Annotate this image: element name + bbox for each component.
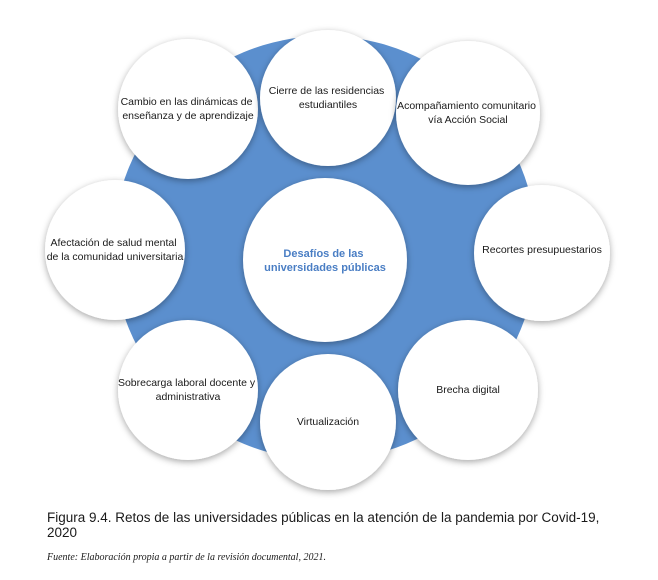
node-label-line: estudiantiles	[299, 99, 357, 111]
node-recortes: Recortes presupuestarios	[474, 185, 610, 321]
center-node: Desafíos de las universidades públicas	[243, 178, 407, 342]
node-label: Recortes presupuestarios	[482, 244, 602, 256]
node-label-line: administrativa	[156, 391, 221, 403]
node-label-line: Acompañamiento comunitario	[397, 100, 536, 112]
node-circle	[474, 185, 610, 321]
node-label-line: Afectación de salud mental	[51, 237, 177, 249]
center-label: Desafíos de las universidades públicas	[264, 248, 386, 274]
node-circle	[45, 180, 185, 320]
node-label: Virtualización	[297, 416, 359, 428]
center-label-line-2: universidades públicas	[264, 262, 386, 274]
node-label-line: Brecha digital	[436, 384, 500, 396]
node-sobrecarga: Sobrecarga laboral docente y administrat…	[118, 320, 258, 460]
node-afectacion: Afectación de salud mental de la comunid…	[45, 180, 185, 320]
node-label-line: Sobrecarga laboral docente y	[118, 377, 256, 389]
node-circle	[260, 354, 396, 490]
node-label-line: de la comunidad universitaria	[47, 251, 184, 263]
node-virtualizacion: Virtualización	[260, 354, 396, 490]
node-label-line: Virtualización	[297, 416, 359, 428]
node-circle	[396, 41, 540, 185]
node-brecha: Brecha digital	[398, 320, 538, 460]
node-label-line: enseñanza y de aprendizaje	[122, 110, 254, 122]
node-acompanamiento: Acompañamiento comunitario vía Acción So…	[396, 41, 540, 185]
figure-source: Fuente: Elaboración propia a partir de l…	[47, 552, 326, 563]
figure-caption: Figura 9.4. Retos de las universidades p…	[47, 510, 600, 540]
node-label-line: Recortes presupuestarios	[482, 244, 602, 256]
node-label-line: Cierre de las residencias	[269, 85, 385, 97]
node-label: Brecha digital	[436, 384, 500, 396]
node-circle	[260, 30, 396, 166]
node-cambio: Cambio en las dinámicas de enseñanza y d…	[118, 39, 258, 179]
node-label: Afectación de salud mental de la comunid…	[47, 237, 184, 263]
node-label: Cambio en las dinámicas de enseñanza y d…	[121, 96, 256, 122]
node-label-line: vía Acción Social	[428, 114, 507, 126]
node-circle	[118, 320, 258, 460]
node-cierre: Cierre de las residencias estudiantiles	[260, 30, 396, 166]
challenges-diagram: Desafíos de las universidades públicas C…	[45, 30, 610, 490]
center-circle	[243, 178, 407, 342]
node-label: Acompañamiento comunitario vía Acción So…	[397, 100, 539, 126]
node-label-line: Cambio en las dinámicas de	[121, 96, 253, 108]
node-label: Cierre de las residencias estudiantiles	[269, 85, 387, 111]
node-circle	[398, 320, 538, 460]
node-label: Sobrecarga laboral docente y administrat…	[118, 377, 258, 403]
node-circle	[118, 39, 258, 179]
center-label-line-1: Desafíos de las	[283, 248, 363, 260]
